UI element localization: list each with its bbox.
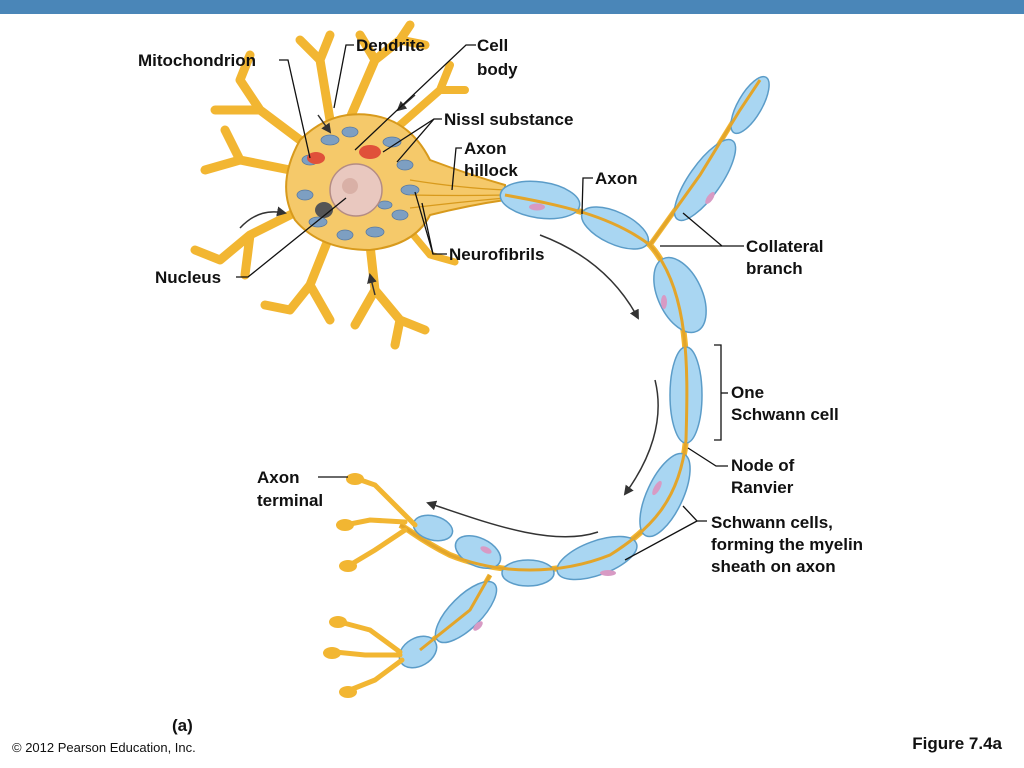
figure-reference: Figure 7.4a (912, 734, 1002, 753)
label-schwann-one-1: One (731, 383, 764, 402)
panel-label: (a) (172, 716, 193, 735)
label-myelin-3: sheath on axon (711, 557, 836, 576)
schwann-nuclei (473, 192, 715, 631)
label-mitochondrion: Mitochondrion (138, 51, 256, 70)
header-bar (0, 0, 1024, 14)
label-cell-body-1: Cell (477, 36, 508, 55)
label-myelin-1: Schwann cells, (711, 513, 833, 532)
organelle (315, 202, 333, 218)
label-axon-terminal-1: Axon (257, 468, 300, 487)
axon (398, 75, 770, 669)
copyright-text: © 2012 Pearson Education, Inc. (12, 740, 196, 755)
nucleolus (342, 178, 358, 194)
label-collateral-1: Collateral (746, 237, 823, 256)
myelin-segments (398, 75, 770, 669)
label-collateral-2: branch (746, 259, 803, 278)
label-neurofibrils: Neurofibrils (449, 245, 544, 264)
label-node-1: Node of (731, 456, 795, 475)
label-dendrite: Dendrite (356, 36, 425, 55)
label-axon: Axon (595, 169, 638, 188)
mitochondrion-right (359, 145, 381, 159)
axon-terminals (332, 475, 418, 693)
label-axon-terminal-2: terminal (257, 491, 323, 510)
label-myelin-2: forming the myelin (711, 535, 863, 554)
label-node-2: Ranvier (731, 478, 794, 497)
label-axon-hillock-2: hillock (464, 161, 518, 180)
leader-lines (236, 44, 744, 561)
cell-body (285, 113, 506, 252)
label-axon-hillock-1: Axon (464, 139, 507, 158)
label-cell-body-2: body (477, 60, 518, 79)
label-nissl-substance: Nissl substance (444, 110, 573, 129)
terminal-bulbs (323, 473, 364, 698)
mitochondrion-left (307, 152, 325, 164)
label-schwann-one-2: Schwann cell (731, 405, 839, 424)
label-nucleus: Nucleus (155, 268, 221, 287)
